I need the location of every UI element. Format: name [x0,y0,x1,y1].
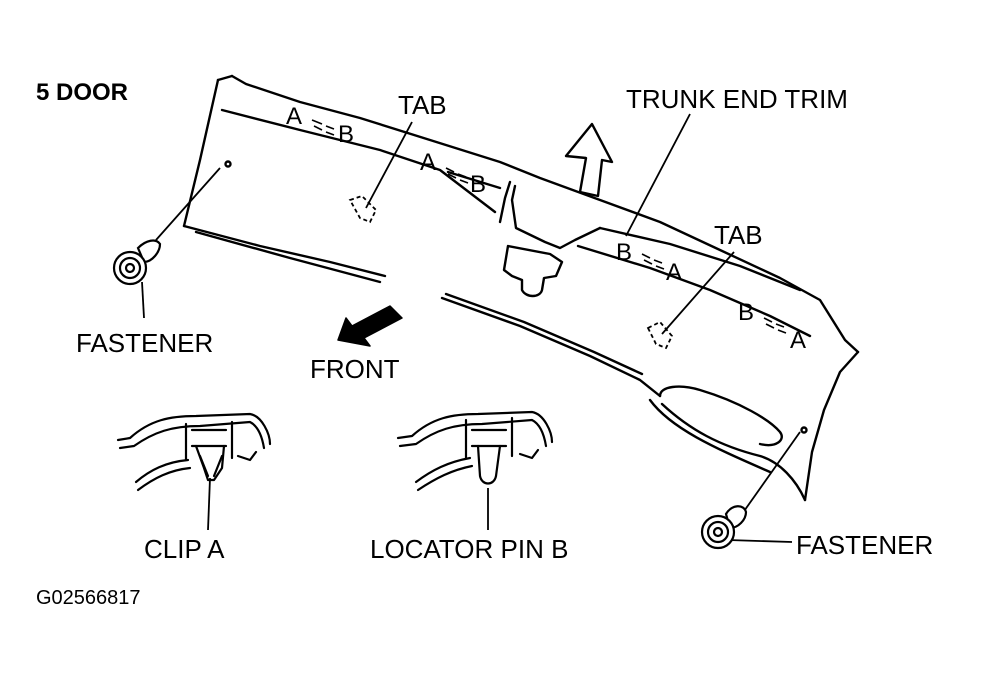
label-fastener-left: FASTENER [76,328,213,358]
pair-2-a: A [420,149,436,176]
label-locator-pin-b: LOCATOR PIN B [370,534,568,564]
pair-1-a: A [286,103,302,130]
up-arrow-icon [564,122,614,198]
locator-pin-b-detail [396,410,554,492]
fastener-right-icon [700,505,748,550]
pair-3-b: B [616,239,632,266]
pair-4-b: B [738,299,754,326]
fastener-left-icon [112,239,162,286]
pair-1-b: B [338,121,354,148]
label-tab-left: TAB [398,90,447,120]
label-front: FRONT [310,354,400,384]
pair-4-a: A [790,327,806,354]
label-tab-right: TAB [714,220,763,250]
pair-3-a: A [666,259,682,286]
tab-outline-right [646,320,674,350]
label-fastener-right: FASTENER [796,530,933,560]
label-clip-a: CLIP A [144,534,225,564]
front-arrow-icon [337,305,403,347]
dash-markers [311,119,787,334]
pair-2-b: B [470,171,486,198]
label-trunk-end-trim: TRUNK END TRIM [626,84,848,114]
figure-code: G02566817 [36,587,141,609]
leader-lines [141,113,801,543]
clip-a-detail [116,412,272,492]
trunk-end-trim-panel [182,74,860,502]
tab-outline-left [348,194,378,224]
title-5-door: 5 DOOR [36,79,128,106]
